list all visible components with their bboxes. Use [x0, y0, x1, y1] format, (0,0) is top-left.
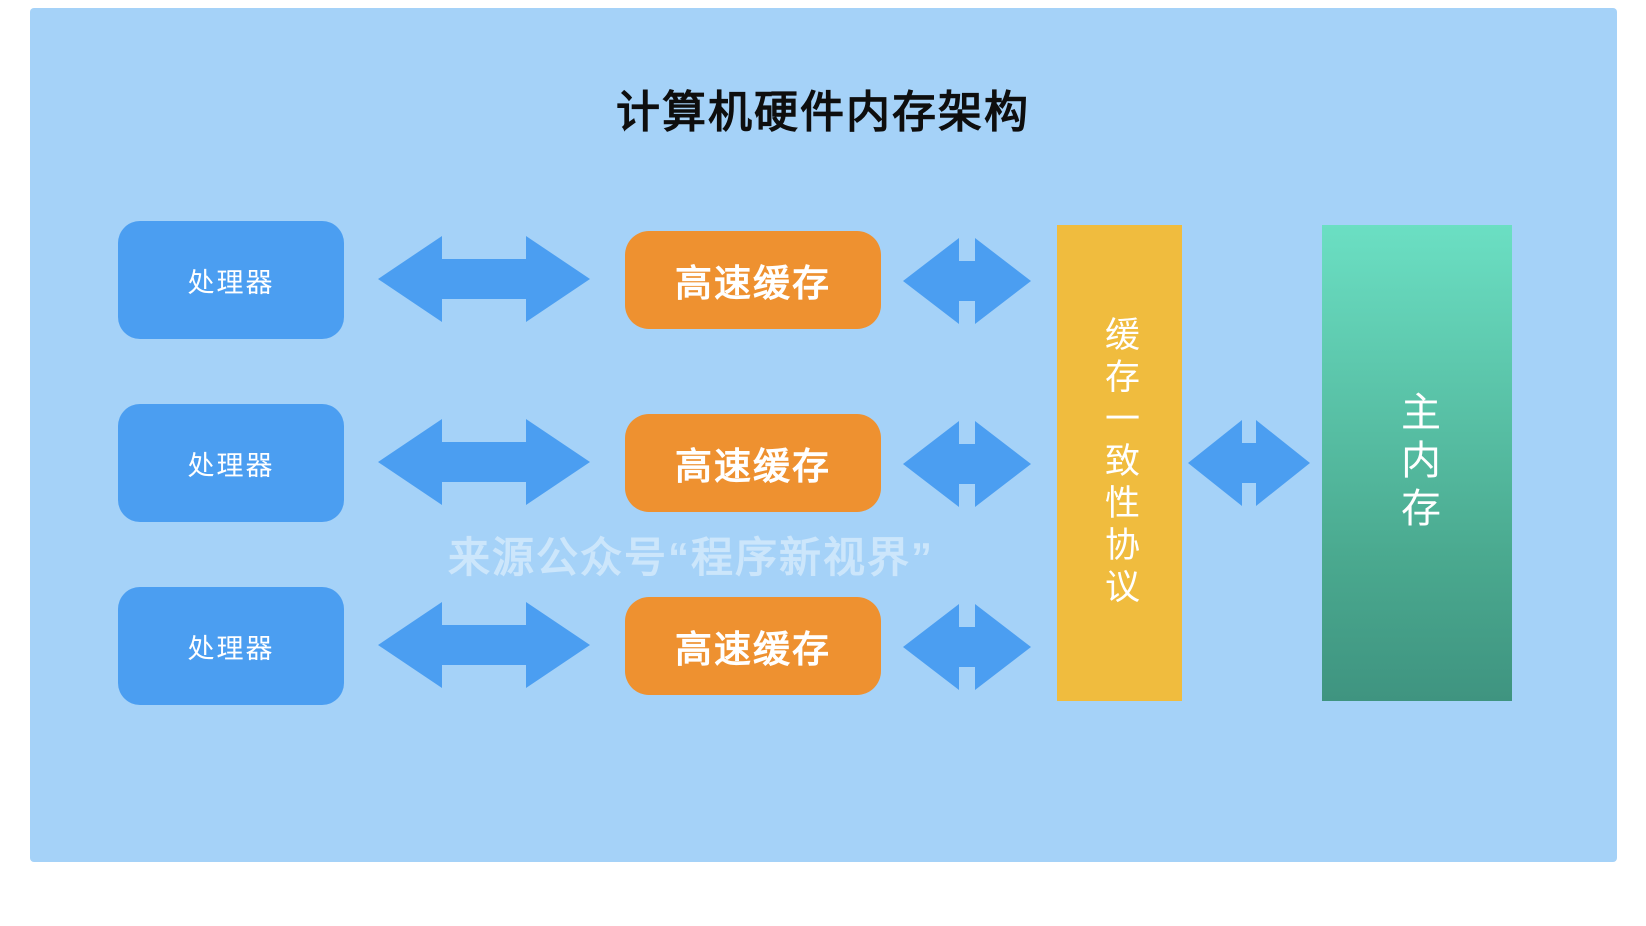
double-arrow-icon	[903, 238, 1031, 324]
double-arrow-icon	[903, 604, 1031, 690]
cache-box-3: 高速缓存	[625, 597, 881, 695]
protocol-label: 缓存一致性协议	[1100, 316, 1139, 610]
double-arrow-icon	[378, 419, 590, 505]
double-arrow-icon	[903, 421, 1031, 507]
processor-box-1: 处理器	[118, 221, 344, 339]
double-arrow-cache-protocol-2	[903, 421, 1031, 507]
cache-coherence-protocol-bar: 缓存一致性协议	[1057, 225, 1182, 701]
processor-label-2: 处理器	[187, 450, 275, 481]
double-arrow-cache-protocol-1	[903, 238, 1031, 324]
processor-label-1: 处理器	[187, 267, 275, 298]
cache-box-1: 高速缓存	[625, 231, 881, 329]
double-arrow-processor-cache-2	[378, 419, 590, 505]
cache-label-3: 高速缓存	[675, 629, 831, 670]
cache-box-2: 高速缓存	[625, 414, 881, 512]
diagram-title: 计算机硬件内存架构	[616, 88, 1030, 137]
double-arrow-protocol-memory	[1188, 420, 1310, 506]
cache-label-2: 高速缓存	[675, 446, 831, 487]
cache-label-1: 高速缓存	[675, 263, 831, 304]
processor-box-3: 处理器	[118, 587, 344, 705]
processor-label-3: 处理器	[187, 633, 275, 664]
double-arrow-cache-protocol-3	[903, 604, 1031, 690]
double-arrow-processor-cache-3	[378, 602, 590, 688]
double-arrow-icon	[378, 602, 590, 688]
double-arrow-icon	[1188, 420, 1310, 506]
main-memory-label: 主内存	[1395, 391, 1439, 535]
double-arrow-processor-cache-1	[378, 236, 590, 322]
main-memory-bar: 主内存	[1322, 225, 1512, 701]
processor-box-2: 处理器	[118, 404, 344, 522]
double-arrow-icon	[378, 236, 590, 322]
